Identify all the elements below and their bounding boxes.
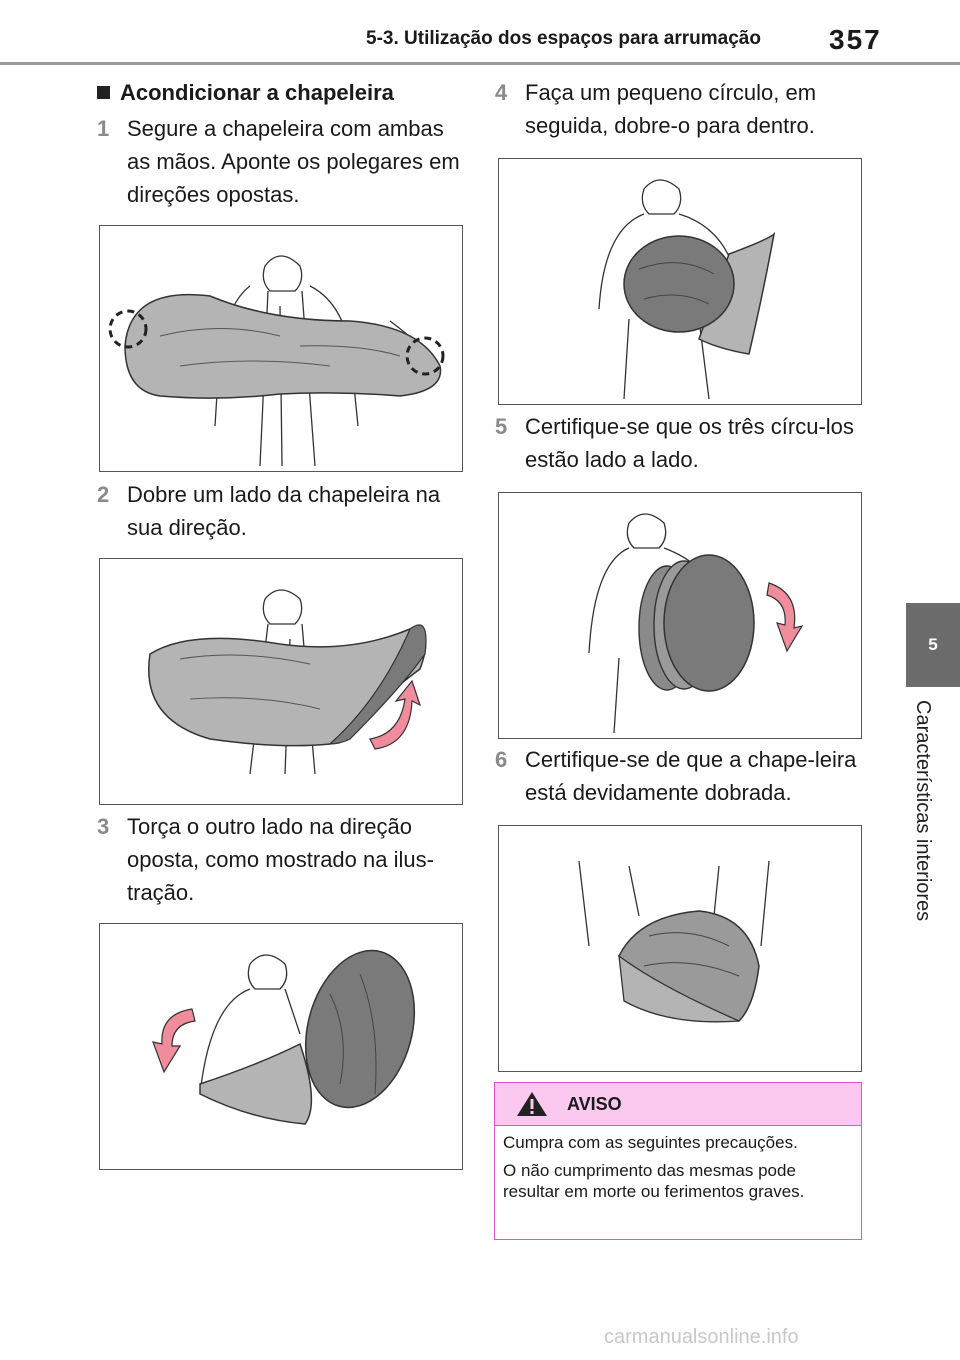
warning-body: Cumpra com as seguintes precauções. O nã… — [495, 1126, 861, 1202]
step-5: 5 Certifique-se que os três círcu-los es… — [495, 410, 865, 476]
step-3: 3 Torça o outro lado na direção oposta, … — [97, 810, 467, 909]
figure-step-3 — [99, 923, 463, 1170]
page-number: 357 — [829, 24, 882, 55]
step-number: 2 — [97, 482, 110, 507]
running-header-title: 5-3. Utilização dos espaços para arrumaç… — [366, 28, 761, 49]
step-6: 6 Certifique-se de que a chape-leira est… — [495, 743, 865, 809]
step-4: 4 Faça um pequeno círculo, em seguida, d… — [495, 76, 865, 142]
figure-step-1 — [99, 225, 463, 472]
square-bullet-icon — [97, 86, 110, 99]
warning-triangle-icon — [517, 1092, 547, 1116]
figure-step-5 — [498, 492, 862, 739]
step-number: 1 — [97, 116, 110, 141]
step-text: Certifique-se de que a chape-leira está … — [525, 747, 857, 805]
chapter-number: 5 — [928, 635, 938, 654]
illustration-folded-shelf — [578, 860, 770, 1023]
warning-box: AVISO Cumpra com as seguintes precauções… — [494, 1082, 862, 1240]
warning-line-2: O não cumprimento das mesmas pode result… — [503, 1161, 805, 1201]
warning-header: AVISO — [495, 1083, 861, 1126]
step-text: Torça o outro lado na direção oposta, co… — [127, 814, 434, 905]
figure-step-2 — [99, 558, 463, 805]
step-1: 1 Segure a chapeleira com ambas as mãos.… — [97, 112, 467, 211]
figure-step-6 — [498, 825, 862, 1072]
step-text: Certifique-se que os três círcu-los estã… — [525, 414, 854, 472]
section-heading: Acondicionar a chapeleira — [97, 80, 394, 106]
curved-arrow-icon — [152, 1008, 196, 1074]
step-number: 5 — [495, 414, 508, 439]
figure-step-4 — [498, 158, 862, 405]
step-number: 6 — [495, 747, 508, 772]
step-text: Dobre um lado da chapeleira na sua direç… — [127, 482, 441, 540]
curved-arrow-icon — [766, 582, 804, 653]
illustration-hold-shelf — [108, 255, 445, 467]
watermark: carmanualsonline.info — [604, 1326, 799, 1348]
step-number: 3 — [97, 814, 110, 839]
illustration-small-circle — [598, 179, 776, 400]
step-number: 4 — [495, 80, 508, 105]
illustration-fold-side — [148, 589, 427, 775]
header-rule — [0, 62, 960, 65]
illustration-twist — [152, 949, 416, 1125]
warning-line-1: Cumpra com as seguintes precauções. — [503, 1133, 798, 1152]
curved-arrow-icon — [369, 679, 422, 750]
step-text: Faça um pequeno círculo, em seguida, dob… — [525, 80, 817, 138]
section-heading-text: Acondicionar a chapeleira — [120, 80, 394, 105]
chapter-title: Características interiores — [912, 700, 934, 922]
chapter-tab: 5 — [906, 603, 960, 687]
warning-title: AVISO — [567, 1094, 622, 1114]
illustration-three-circles — [588, 513, 804, 734]
step-text: Segure a chapeleira com ambas as mãos. A… — [127, 116, 460, 207]
step-2: 2 Dobre um lado da chapeleira na sua dir… — [97, 478, 467, 544]
